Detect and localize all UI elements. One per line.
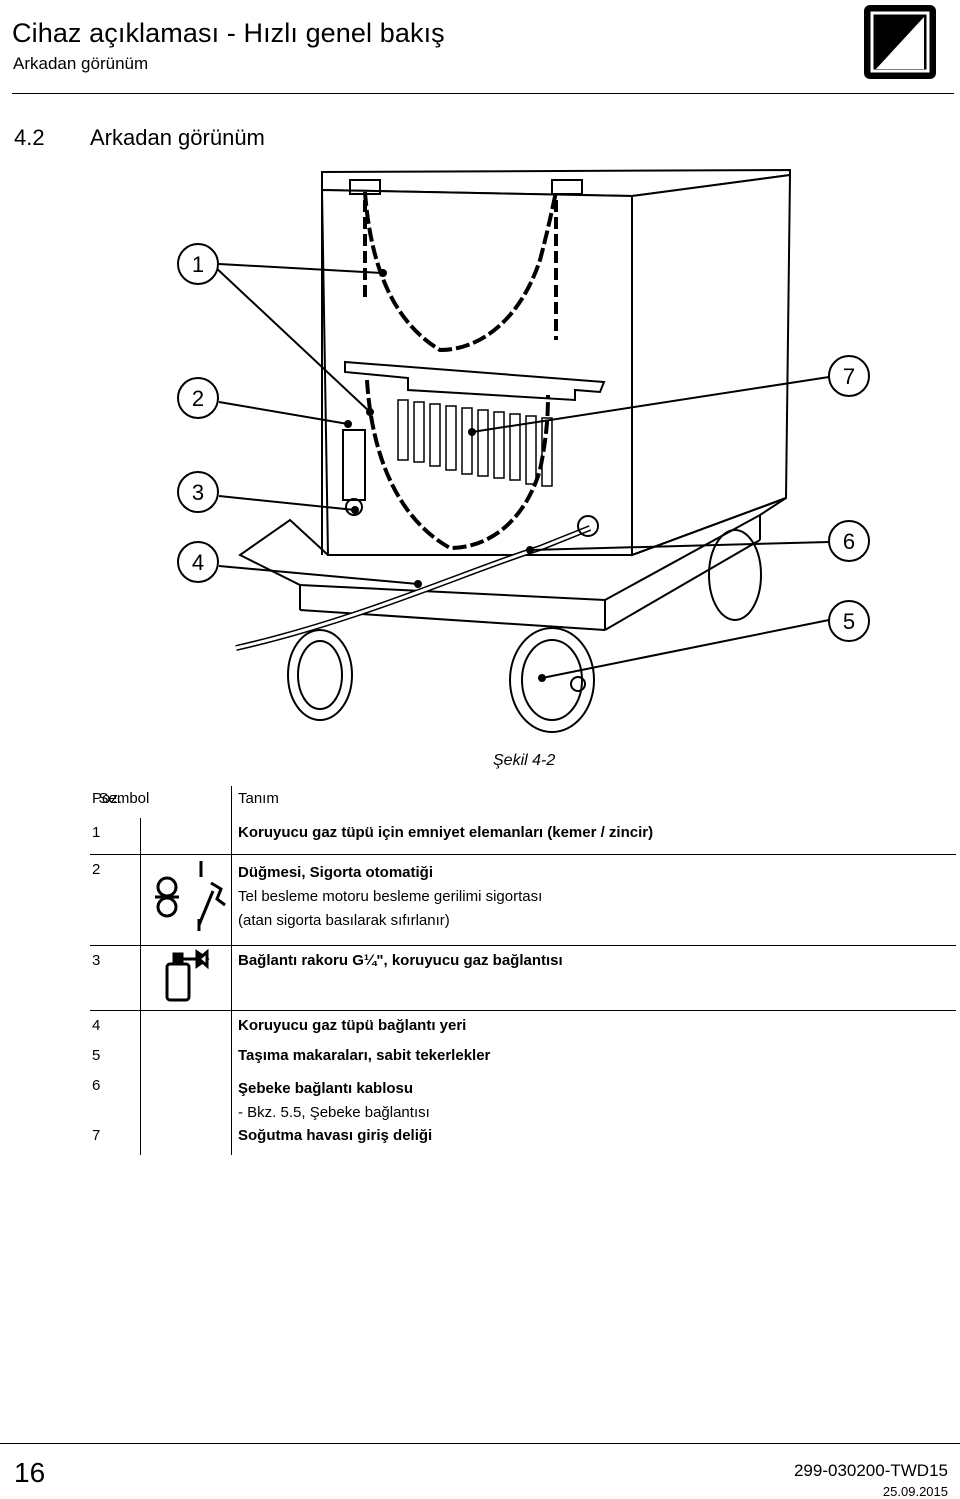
callout-5 bbox=[828, 600, 870, 642]
table-row: 2 Düğmesi, Sigorta otomatiği Tel besleme… bbox=[90, 854, 956, 946]
table-row: 7 Soğutma havası giriş deliği bbox=[90, 1127, 956, 1155]
row-pos: 1 bbox=[90, 818, 141, 855]
callout-4 bbox=[177, 541, 219, 583]
row-desc: Düğmesi, Sigorta otomatiği bbox=[238, 864, 434, 881]
section-title-text: Arkadan görünüm bbox=[90, 125, 265, 150]
document-date: 25.09.2015 bbox=[882, 1484, 948, 1499]
row-desc-line: Tel besleme motoru besleme gerilimi sigo… bbox=[238, 888, 543, 905]
page-number: 16 bbox=[14, 1457, 46, 1488]
row-desc-line: - Bkz. 5.5, Şebeke bağlantısı bbox=[238, 1104, 430, 1121]
section-title: 4.2 Arkadan görünüm bbox=[14, 125, 265, 151]
footer-rule bbox=[0, 1443, 960, 1444]
row-pos: 4 bbox=[92, 1017, 101, 1034]
row-pos: 7 bbox=[92, 1127, 101, 1144]
callout-2 bbox=[177, 377, 219, 419]
row-desc: Şebeke bağlantı kablosu bbox=[238, 1080, 414, 1097]
row-symbol bbox=[140, 945, 232, 1011]
page-title: Cihaz açıklaması - Hızlı genel bakış bbox=[12, 18, 445, 48]
callout-1-label: 1 bbox=[192, 252, 204, 277]
row-desc-line: (atan sigorta basılarak sıfırlanır) bbox=[238, 912, 450, 929]
row-desc: Koruyucu gaz tüpü bağlantı yeri bbox=[238, 1017, 467, 1034]
callout-2-label: 2 bbox=[192, 386, 204, 411]
fuse-reset-icon bbox=[155, 861, 226, 931]
callout-7-label: 7 bbox=[843, 364, 855, 389]
table-header-row: Poz. Sembol Tanım bbox=[90, 786, 956, 818]
row-desc: Bağlantı rakoru G¼", koruyucu gaz bağlan… bbox=[231, 945, 956, 1011]
header-rule bbox=[12, 93, 954, 94]
table-row: 1 Koruyucu gaz tüpü için emniyet elemanl… bbox=[90, 818, 956, 855]
callout-4-label: 4 bbox=[192, 550, 204, 575]
callout-1 bbox=[177, 243, 219, 285]
col-header-pos: Poz. bbox=[92, 790, 123, 807]
row-desc: Soğutma havası giriş deliği bbox=[238, 1127, 433, 1144]
figure-caption: Şekil 4-2 bbox=[493, 752, 556, 769]
table-row: 4 Koruyucu gaz tüpü bağlantı yeri bbox=[90, 1010, 956, 1047]
callout-3 bbox=[177, 471, 219, 513]
row-pos: 2 bbox=[90, 854, 141, 946]
row-symbol bbox=[140, 854, 232, 946]
legend-table: Poz. Sembol Tanım 1 Koruyucu gaz tüpü iç… bbox=[90, 786, 956, 1155]
table-row: 5 Taşıma makaraları, sabit tekerlekler bbox=[90, 1047, 956, 1077]
row-pos: 3 bbox=[90, 945, 141, 1011]
callout-5-label: 5 bbox=[843, 609, 855, 634]
col-header-symbol: Sembol bbox=[98, 790, 150, 807]
callout-6-label: 6 bbox=[843, 529, 855, 554]
callout-6 bbox=[828, 520, 870, 562]
section-number: 4.2 bbox=[14, 125, 45, 150]
table-row: 3 Bağlantı rakoru G¼", koruyucu gaz bağl… bbox=[90, 945, 956, 1011]
table-row: 6 Şebeke bağlantı kablosu - Bkz. 5.5, Şe… bbox=[90, 1077, 956, 1127]
row-pos: 5 bbox=[92, 1047, 101, 1064]
page-subtitle: Arkadan görünüm bbox=[13, 54, 149, 73]
row-desc: Taşıma makaraları, sabit tekerlekler bbox=[238, 1047, 491, 1064]
callout-3-label: 3 bbox=[192, 480, 204, 505]
gas-cylinder-icon bbox=[165, 948, 210, 1002]
col-header-desc: Tanım bbox=[238, 790, 279, 807]
row-symbol-empty bbox=[140, 818, 232, 855]
document-id: 299-030200-TWD15 bbox=[793, 1461, 948, 1480]
row-pos: 6 bbox=[92, 1077, 101, 1094]
row-desc: Koruyucu gaz tüpü için emniyet elemanlar… bbox=[231, 818, 956, 855]
machine-rear-view-figure: 1 2 3 4 5 6 7 bbox=[177, 168, 870, 733]
brand-logo-icon bbox=[864, 5, 936, 79]
callout-7 bbox=[828, 355, 870, 397]
